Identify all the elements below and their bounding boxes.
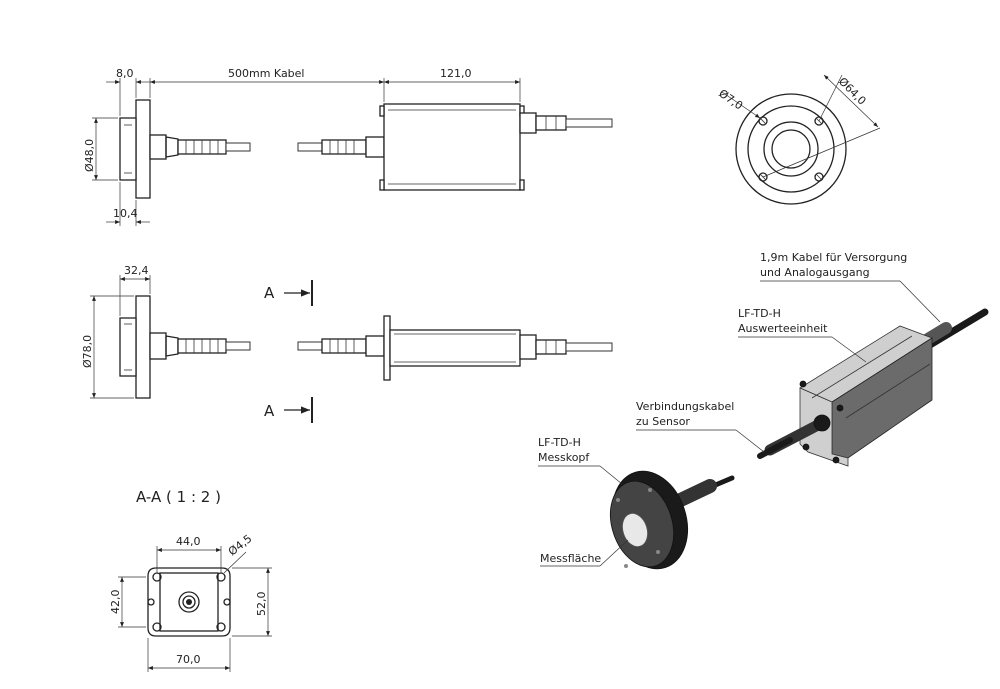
top-side-view: 8,0 500mm Kabel 121,0 Ø48,0 10,4 — [83, 67, 613, 226]
dim-unit-length: 121,0 — [440, 67, 472, 80]
section-marker-bottom: A — [264, 402, 275, 420]
front-view: Ø7,0 Ø64,0 — [716, 74, 881, 205]
dim-flange-thickness: 8,0 — [116, 67, 134, 80]
dim-offset: 10,4 — [113, 207, 138, 220]
dim-section-width: 70,0 — [176, 653, 201, 666]
isometric-view: 1,9m Kabel für Versorgung und Analogausg… — [538, 251, 989, 570]
section-marker-top: A — [264, 284, 275, 302]
label-unit-line1: LF-TD-H — [738, 307, 781, 320]
label-conn-line1: Verbindungskabel — [636, 400, 734, 413]
label-conn-line2: zu Sensor — [636, 415, 690, 428]
dim-hole-diameter: Ø7,0 — [716, 87, 745, 113]
dim-left-height: 42,0 — [109, 590, 122, 615]
dim-diameter-48: Ø48,0 — [83, 139, 96, 172]
label-face: Messfläche — [540, 552, 601, 565]
dim-diameter-78: Ø78,0 — [81, 335, 94, 368]
middle-side-view: 32,4 Ø78,0 A A — [81, 264, 613, 423]
label-cable-line2: und Analogausgang — [760, 266, 870, 279]
label-cable-line1: 1,9m Kabel für Versorgung — [760, 251, 907, 264]
dim-right-height: 52,0 — [255, 592, 268, 617]
section-view: A-A ( 1 : 2 ) 44,0 Ø4,5 42,0 52,0 70,0 — [109, 488, 272, 672]
dim-middle-length: 32,4 — [124, 264, 149, 277]
dim-section-hole-diameter: Ø4,5 — [226, 532, 255, 558]
label-head-line1: LF-TD-H — [538, 436, 581, 449]
label-unit-line2: Auswerteeinheit — [738, 322, 828, 335]
label-head-line2: Messkopf — [538, 451, 590, 464]
dim-hole-spacing: 44,0 — [176, 535, 201, 548]
section-title: A-A ( 1 : 2 ) — [136, 488, 221, 506]
dim-cable-length: 500mm Kabel — [228, 67, 305, 80]
